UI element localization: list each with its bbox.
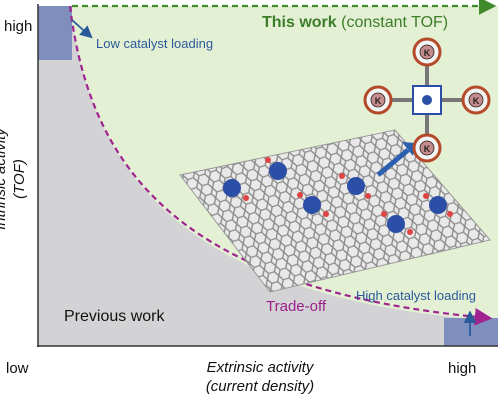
molecule-structure: K K K K (363, 37, 491, 163)
low-loading-arrow (71, 19, 93, 39)
this-work-label: This work (constant TOF) (262, 14, 449, 31)
zoom-arrow (376, 148, 410, 177)
x-axis-high-label: high (448, 360, 477, 377)
k-label-right: K (473, 96, 480, 106)
y-axis-high-label: high (4, 18, 33, 35)
x-axis-title: Extrinsic activity (current density) (205, 359, 315, 395)
previous-work-region (38, 6, 462, 346)
trade-off-label: Trade-off (266, 298, 327, 315)
previous-work-label: Previous work (64, 308, 165, 325)
low-loading-corner (38, 6, 72, 60)
k-label-left: K (375, 96, 382, 106)
k-label-bottom: K (424, 144, 431, 154)
k-label-top: K (424, 48, 431, 58)
y-axis-title: Intrinsic activity (TOF) (0, 128, 28, 230)
adsorbed-molecules (223, 157, 453, 235)
high-loading-label: High catalyst loading (356, 288, 476, 303)
high-loading-corner (444, 318, 498, 346)
y-axis-low-label: low (6, 360, 29, 377)
graphene-sheet (179, 129, 491, 293)
low-loading-label: Low catalyst loading (96, 36, 214, 51)
